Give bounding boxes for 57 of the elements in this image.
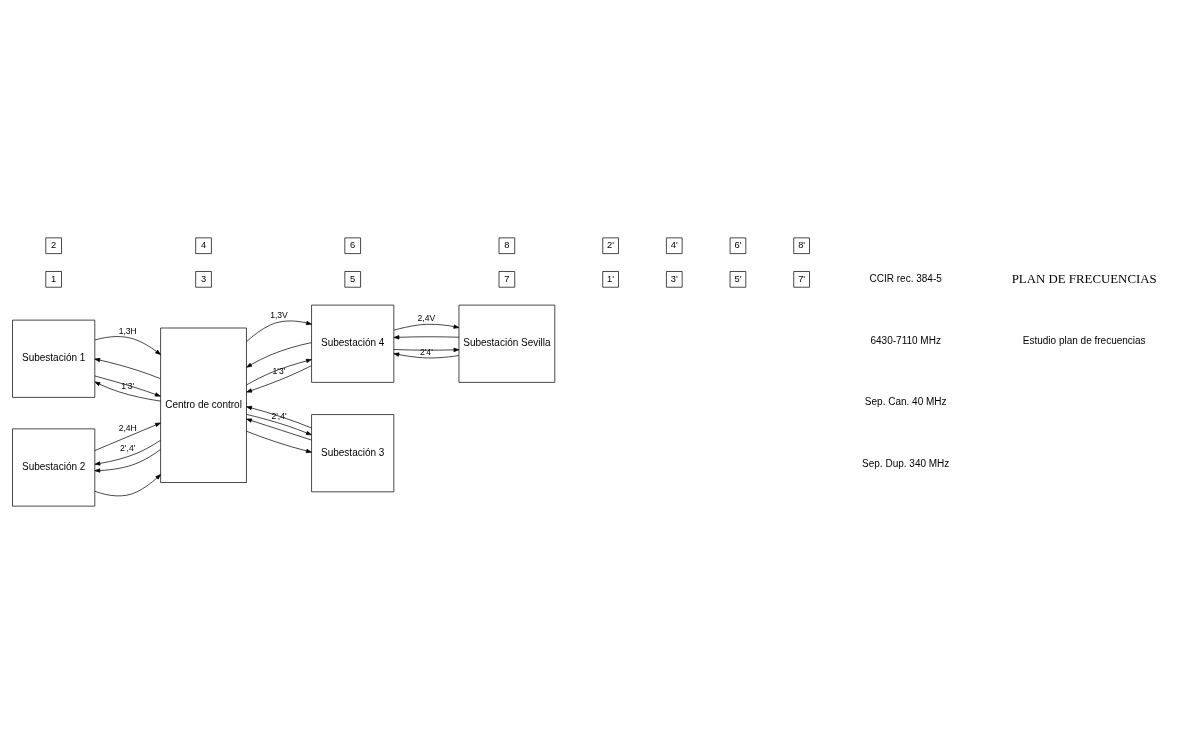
arrow <box>94 448 161 473</box>
edge-label: 2,4V <box>417 312 436 323</box>
edge-label: 2',4' <box>120 442 136 453</box>
arrow <box>246 320 312 342</box>
arrow <box>246 358 312 385</box>
label: PLAN DE FRECUENCIAS <box>1011 271 1157 285</box>
edge-label: 2,4H <box>118 422 137 433</box>
node-box: Subestación Sevilla <box>458 304 556 383</box>
node-box: 5 <box>344 270 361 288</box>
arrow <box>94 375 161 396</box>
node-box: 5' <box>729 270 747 288</box>
node-box: 6 <box>344 237 361 254</box>
node-box: 1 <box>45 270 62 288</box>
arrow <box>246 405 312 428</box>
node-box: 8 <box>498 237 516 254</box>
edge-label: 2',4' <box>271 410 287 421</box>
arrow <box>94 381 161 401</box>
arrow <box>393 334 460 339</box>
label: 6430-7110 MHz <box>870 334 941 346</box>
node-box: Centro de control <box>160 327 247 483</box>
node-box: 4' <box>666 237 683 254</box>
arrow <box>94 422 161 451</box>
node-box: 7' <box>793 270 810 288</box>
node-box: 6' <box>729 237 747 254</box>
node-box: 2' <box>602 237 619 254</box>
arrow <box>94 335 161 355</box>
arrow <box>94 473 161 496</box>
arrow <box>94 357 161 379</box>
arrow <box>246 341 312 368</box>
arrow <box>393 323 460 330</box>
edge-label: 1,3H <box>118 325 137 336</box>
edge-label: 1'3' <box>121 380 135 391</box>
arrow <box>393 347 460 352</box>
arrow <box>246 430 312 453</box>
edge-label: 2'4' <box>419 346 433 357</box>
node-box: 2 <box>45 237 62 254</box>
arrow <box>94 439 161 466</box>
label: Estudio plan de frecuencias <box>1022 334 1146 346</box>
arrow <box>393 352 460 358</box>
arrow <box>246 418 312 440</box>
label: CCIR rec. 384-5 <box>869 272 942 284</box>
arrow <box>246 364 312 392</box>
node-box: Subestación 3 <box>311 413 395 492</box>
label: Sep. Dup. 340 MHz <box>862 457 950 469</box>
node-box: Subestación 1 <box>12 319 96 398</box>
edge-label: 1'3' <box>272 365 286 376</box>
node-box: 3 <box>195 270 212 288</box>
node-box: Subestación 2 <box>12 428 96 506</box>
node-box: 4 <box>195 237 212 254</box>
arrow <box>246 413 312 435</box>
node-box: 7 <box>498 270 516 288</box>
label: Sep. Can. 40 MHz <box>864 395 947 407</box>
node-box: 8' <box>793 237 810 254</box>
node-box: 3' <box>666 270 683 288</box>
edge-label: 1,3V <box>270 309 288 320</box>
node-box: Subestación 4 <box>311 304 395 383</box>
node-box: 1' <box>602 270 619 288</box>
